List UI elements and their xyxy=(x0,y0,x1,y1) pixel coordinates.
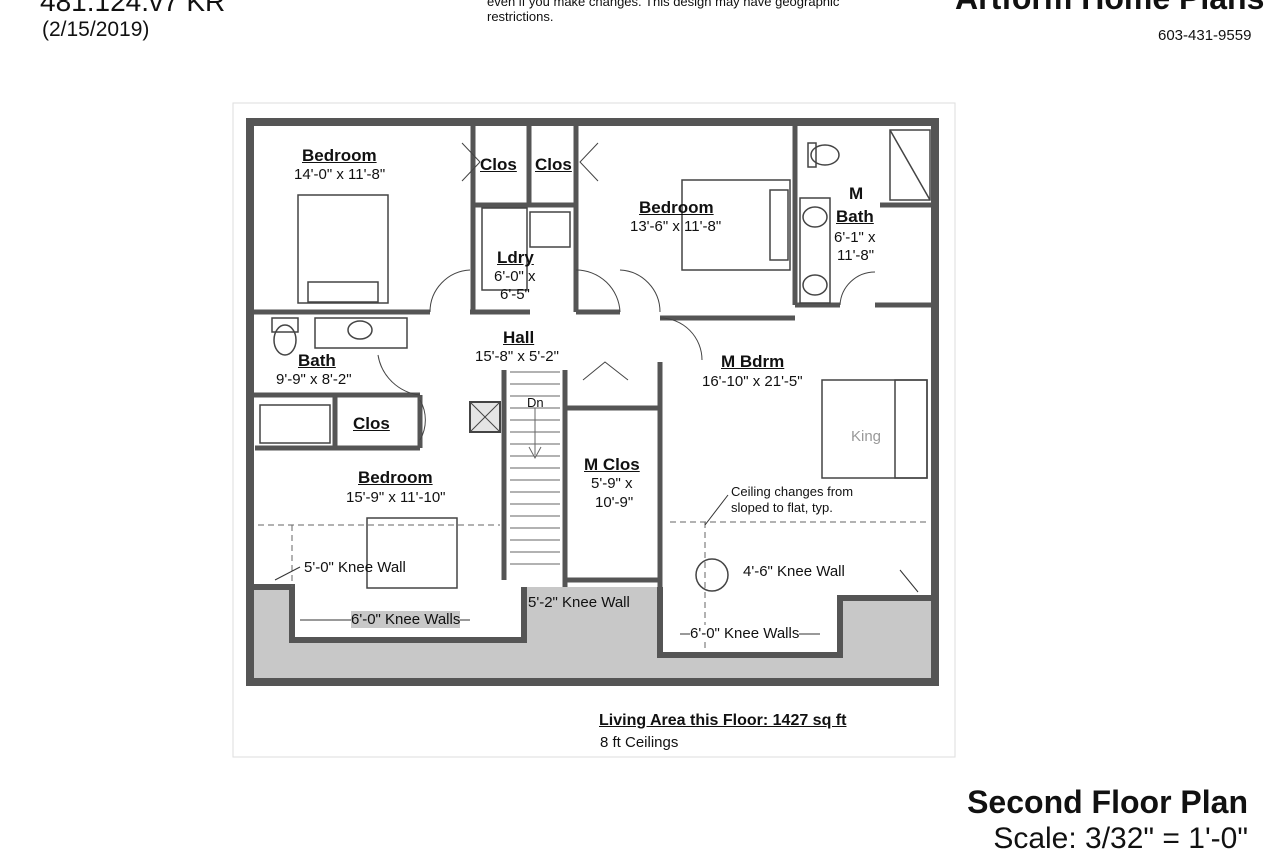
room-mbdrm-name: M Bdrm xyxy=(721,352,785,371)
design-note: even if you make changes. This design ma… xyxy=(487,0,840,24)
knee-walls-6-0-left-label: 6'-0" Knee Walls xyxy=(351,611,461,628)
room-bedroom-2-name: Bedroom xyxy=(639,198,714,217)
room-ldry-dims-1: 6'-0" x xyxy=(494,268,536,285)
ceiling-note-1: Ceiling changes from xyxy=(731,484,854,499)
room-bedroom-2-dims: 13'-6" x 11'-8" xyxy=(630,218,722,235)
plan-title: Second Floor Plan xyxy=(967,784,1248,820)
room-mclos-dims-1: 5'-9" x xyxy=(591,475,633,492)
room-mbdrm-dims: 16'-10" x 21'-5" xyxy=(702,373,803,390)
knee-zone xyxy=(250,587,935,682)
room-bedroom-3-dims: 15'-9" x 11'-10" xyxy=(346,489,446,506)
plan-date: (2/15/2019) xyxy=(42,18,150,41)
ceiling-note-2: sloped to flat, typ. xyxy=(731,500,833,515)
brand-name: Artform Home Plans xyxy=(955,0,1264,17)
room-mbath-dims-2: 11'-8" xyxy=(837,247,875,264)
knee-wall-5-0-label: 5'-0" Knee Wall xyxy=(304,559,406,576)
ceiling-lines xyxy=(258,521,930,650)
room-bedroom-1-name: Bedroom xyxy=(302,146,377,165)
plan-id: 481.124.v7 KR xyxy=(40,0,226,17)
room-bedroom-3-name: Bedroom xyxy=(358,468,433,487)
room-bath-dims: 9'-9" x 8'-2" xyxy=(276,371,352,388)
door-swings xyxy=(377,142,876,441)
interior-walls xyxy=(250,122,935,587)
knee-wall-left xyxy=(250,584,527,643)
ceiling-height: 8 ft Ceilings xyxy=(600,734,679,751)
exterior-wall xyxy=(246,118,939,686)
king-bed-label: King xyxy=(851,428,882,445)
fixtures xyxy=(259,129,931,592)
room-mclos-dims-2: 10'-9" xyxy=(595,494,634,511)
room-clos-2-name: Clos xyxy=(535,155,572,174)
room-hall-dims: 15'-8" x 5'-2" xyxy=(475,348,559,365)
room-bath-name: Bath xyxy=(298,351,336,370)
guide-outline xyxy=(232,102,956,758)
knee-walls-6-0-right-label: 6'-0" Knee Walls xyxy=(690,625,800,642)
chimney-box xyxy=(469,401,501,433)
knee-wall-4-6-label: 4'-6" Knee Wall xyxy=(743,563,845,580)
room-mclos-name: M Clos xyxy=(584,455,640,474)
knee-wall-right xyxy=(657,587,935,658)
room-mbath-name-2: Bath xyxy=(836,207,874,226)
knee-wall-5-2-label: 5'-2" Knee Wall xyxy=(528,594,630,611)
plan-scale: Scale: 3/32" = 1'-0" xyxy=(993,822,1248,855)
room-hall-name: Hall xyxy=(503,328,535,347)
room-mbath-name-1: M xyxy=(849,184,864,203)
room-clos-1-name: Clos xyxy=(480,155,517,174)
brand-phone: 603-431-9559 xyxy=(1158,27,1252,44)
living-area: Living Area this Floor: 1427 sq ft xyxy=(599,712,847,729)
stairs xyxy=(510,371,560,565)
room-ldry-dims-2: 6'-5" xyxy=(500,286,530,303)
room-clos-3-name: Clos xyxy=(353,414,390,433)
room-ldry-name: Ldry xyxy=(497,248,534,267)
room-bedroom-1-dims: 14'-0" x 11'-8" xyxy=(294,166,386,183)
room-mbath-dims-1: 6'-1" x xyxy=(834,229,876,246)
stair-down-label: Dn xyxy=(527,395,544,410)
